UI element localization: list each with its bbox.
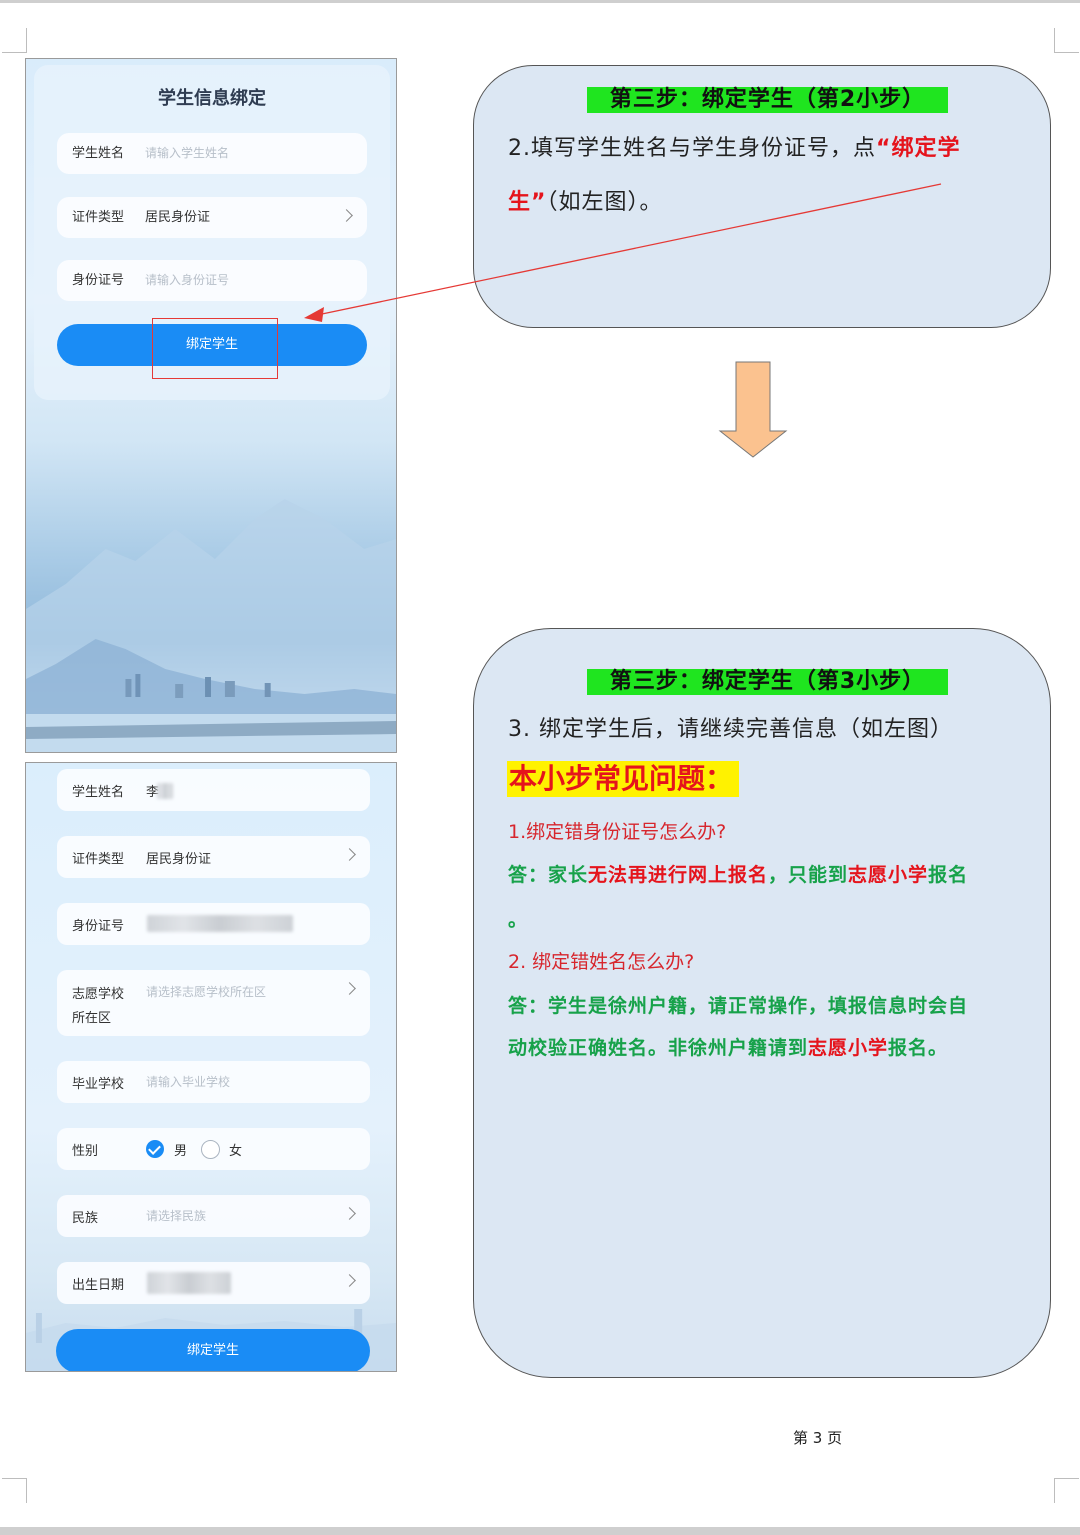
highlighted-button-name: “绑定学: [876, 136, 961, 161]
instruction-text: （如左图）。: [546, 190, 663, 215]
faq-answer-2-line1: 答：学生是徐州户籍，请正常操作，填报信息时会自: [508, 995, 969, 1017]
field-label: 证件类型: [72, 852, 125, 867]
graduate-school-placeholder: 请输入毕业学校: [146, 1075, 231, 1089]
student-name-placeholder: 请输入学生姓名: [145, 146, 230, 160]
faq-answer-1: 答：家长无法再进行网上报名，只能到志愿小学报名: [508, 860, 968, 887]
page-number: 第 3 页: [793, 1429, 843, 1447]
phone-screenshot-info-form: 学生姓名 李 证件类型 居民身份证 身份证号 志愿学校 所在区 请选择志愿学校所…: [25, 762, 397, 1372]
step-title: 第三步：绑定学生（第3小步）: [587, 669, 948, 695]
margin-corner-bottom-right: [1054, 1478, 1079, 1503]
mountain-landscape-image: [26, 499, 396, 752]
answer-text: 动校验正确姓名。非徐州户籍请到: [508, 1037, 809, 1059]
id-type-value: 居民身份证: [145, 210, 211, 225]
faq-heading: 本小步常见问题：: [507, 761, 740, 797]
graduate-school-field[interactable]: 毕业学校 请输入毕业学校: [57, 1061, 370, 1103]
blurred-redaction: [157, 783, 173, 799]
field-label: 所在区: [72, 1011, 112, 1026]
bind-student-button[interactable]: 绑定学生: [57, 324, 367, 366]
answer-emphasis: 无法再进行网上报名: [588, 864, 769, 886]
field-label: 毕业学校: [72, 1077, 125, 1092]
field-label: 身份证号: [72, 273, 125, 288]
instruction-line1: 2.填写学生姓名与学生身份证号，点“绑定学: [508, 130, 960, 162]
highlighted-button-name: 生”: [508, 190, 547, 215]
birth-date-select[interactable]: 出生日期: [57, 1262, 370, 1304]
down-arrow-icon: [718, 361, 788, 458]
page-bottom-band: [0, 1527, 1080, 1535]
student-name-value: 李: [146, 785, 160, 800]
answer-emphasis: 志愿小学: [848, 864, 929, 886]
field-label: 出生日期: [72, 1278, 125, 1293]
chevron-right-icon: [340, 209, 353, 222]
id-number-field[interactable]: 身份证号 请输入身份证号: [57, 260, 367, 301]
field-label: 性别: [72, 1144, 99, 1159]
field-label: 学生姓名: [72, 785, 125, 800]
id-type-select[interactable]: 证件类型 居民身份证: [57, 197, 367, 238]
highlight-annotation-rect: [152, 318, 278, 379]
id-type-select[interactable]: 证件类型 居民身份证: [57, 836, 370, 878]
answer-text: 报名。: [888, 1037, 949, 1059]
student-name-field[interactable]: 学生姓名 李: [57, 769, 370, 811]
radio-female-icon[interactable]: [201, 1140, 220, 1159]
id-number-placeholder: 请输入身份证号: [145, 273, 230, 287]
phone-screenshot-bind-form: 学生信息绑定 学生姓名 请输入学生姓名 证件类型 居民身份证 身份证号 请输入身…: [25, 58, 397, 753]
field-label: 学生姓名: [72, 146, 125, 161]
field-label: 身份证号: [72, 919, 125, 934]
field-label: 证件类型: [72, 210, 125, 225]
step3-intro: 3. 绑定学生后，请继续完善信息（如左图）: [508, 717, 953, 742]
blurred-redaction: [147, 915, 293, 932]
answer-text: 答：家长: [508, 864, 589, 886]
margin-corner-top-left: [2, 28, 27, 53]
id-type-value: 居民身份证: [146, 852, 212, 867]
faq-question-1: 1.绑定错身份证号怎么办?: [508, 821, 727, 843]
margin-corner-top-right: [1054, 28, 1079, 53]
faq-question-2: 2. 绑定错姓名怎么办?: [508, 951, 695, 973]
chevron-right-icon: [343, 1274, 356, 1287]
school-district-select[interactable]: 志愿学校 所在区 请选择志愿学校所在区: [57, 970, 370, 1036]
instruction-line2: 生”（如左图）。: [508, 184, 662, 216]
radio-male-checked-icon[interactable]: [146, 1140, 164, 1158]
gender-field: 性别 男 女: [57, 1128, 370, 1170]
blurred-redaction: [147, 1272, 231, 1294]
faq-answer-1-tail: 。: [508, 909, 529, 931]
answer-text: ，只能到: [768, 864, 849, 886]
id-number-field[interactable]: 身份证号: [57, 903, 370, 945]
field-label: 志愿学校: [72, 987, 125, 1002]
radio-male-label[interactable]: 男: [174, 1144, 188, 1159]
instruction-box-step2: 第三步：绑定学生（第2小步） 2.填写学生姓名与学生身份证号，点“绑定学 生”（…: [473, 65, 1051, 328]
faq-answer-2-line2: 动校验正确姓名。非徐州户籍请到志愿小学报名。: [508, 1033, 948, 1060]
chevron-right-icon: [343, 1207, 356, 1220]
answer-text: 报名: [928, 864, 969, 886]
bind-student-button[interactable]: 绑定学生: [56, 1329, 370, 1371]
answer-emphasis: 志愿小学: [808, 1037, 889, 1059]
margin-corner-bottom-left: [2, 1478, 27, 1503]
chevron-right-icon: [343, 848, 356, 861]
school-district-placeholder: 请选择志愿学校所在区: [146, 985, 267, 999]
ethnicity-placeholder: 请选择民族: [146, 1209, 207, 1223]
page-top-band: [0, 0, 1080, 3]
radio-female-label[interactable]: 女: [229, 1144, 243, 1159]
field-label: 民族: [72, 1211, 99, 1226]
instruction-text: 2.填写学生姓名与学生身份证号，点: [508, 136, 876, 161]
form-title: 学生信息绑定: [158, 88, 266, 109]
ethnicity-select[interactable]: 民族 请选择民族: [57, 1195, 370, 1237]
student-name-field[interactable]: 学生姓名 请输入学生姓名: [57, 133, 367, 174]
instruction-box-step3: 第三步：绑定学生（第3小步） 3. 绑定学生后，请继续完善信息（如左图） 本小步…: [473, 628, 1051, 1378]
step-title: 第三步：绑定学生（第2小步）: [587, 87, 948, 113]
chevron-right-icon: [343, 982, 356, 995]
